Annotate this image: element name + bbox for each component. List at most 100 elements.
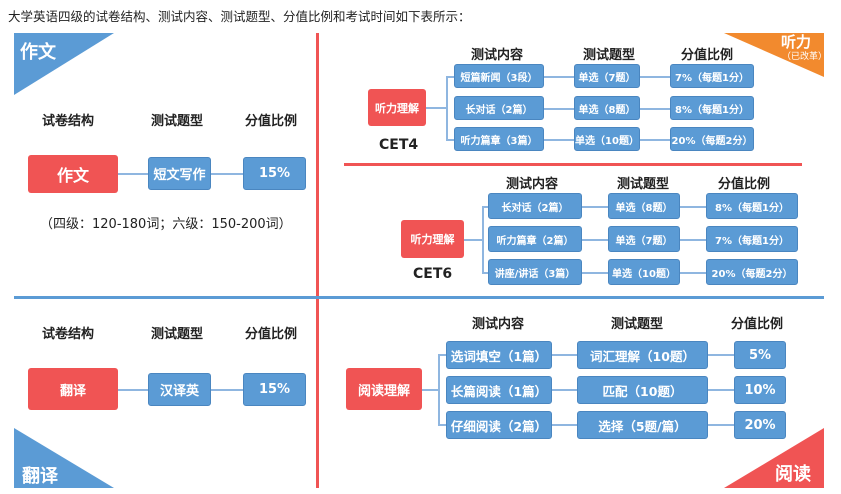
translation-connector-2 bbox=[211, 389, 243, 391]
translation-connector-1 bbox=[118, 389, 150, 391]
cet6-row-conn-1b bbox=[680, 206, 706, 208]
cet4-branch-h bbox=[426, 107, 446, 109]
cet-divider bbox=[344, 163, 802, 166]
reading-header-content: 测试内容 bbox=[472, 317, 525, 332]
cet6-row-1-type: 单选（8题） bbox=[608, 193, 680, 219]
writing-header-structure: 试卷结构 bbox=[42, 114, 95, 129]
cet4-row-3-content: 听力篇章（3篇） bbox=[454, 127, 544, 151]
reading-row-conn-1b bbox=[708, 354, 734, 356]
corner-translation-triangle bbox=[14, 428, 114, 488]
writing-word-count-note: （四级：120-180词；六级：150-200词） bbox=[40, 217, 292, 232]
reading-row-2-content: 长篇阅读（1篇） bbox=[446, 376, 552, 404]
reading-row-conn-3b bbox=[708, 424, 734, 426]
reading-branch-h bbox=[422, 389, 438, 391]
translation-header-structure: 试卷结构 bbox=[42, 327, 95, 342]
cet6-row-2-type: 单选（7题） bbox=[608, 226, 680, 252]
cet4-row-1-type: 单选（7题） bbox=[574, 64, 640, 88]
cet6-branch-r3 bbox=[482, 272, 488, 274]
corner-writing-triangle bbox=[14, 33, 114, 95]
cet6-row-2-ratio: 7%（每题1分） bbox=[706, 226, 798, 252]
corner-reading-triangle bbox=[724, 428, 824, 488]
reading-branch-v bbox=[438, 354, 440, 425]
corner-translation-label: 翻译 bbox=[22, 466, 58, 487]
cet4-label: CET4 bbox=[379, 137, 419, 153]
cet6-row-conn-3 bbox=[582, 272, 608, 274]
translation-header-ratio: 分值比例 bbox=[245, 327, 298, 342]
reading-row-conn-2 bbox=[552, 389, 577, 391]
reading-row-conn-2b bbox=[708, 389, 734, 391]
corner-listening-label: 听力 bbox=[781, 33, 812, 51]
reading-row-3-type: 选择（5题/篇） bbox=[577, 411, 708, 439]
reading-header-ratio: 分值比例 bbox=[731, 317, 784, 332]
reading-header-type: 测试题型 bbox=[611, 317, 664, 332]
writing-type-box: 短文写作 bbox=[148, 157, 211, 190]
writing-ratio-box: 15% bbox=[243, 157, 306, 190]
reading-row-2-ratio: 10% bbox=[734, 376, 786, 404]
cet4-row-2-content: 长对话（2篇） bbox=[454, 96, 544, 120]
reading-row-conn-1 bbox=[552, 354, 577, 356]
reading-section-box: 阅读理解 bbox=[346, 368, 422, 410]
writing-header-ratio: 分值比例 bbox=[245, 114, 298, 129]
reading-branch-r1 bbox=[438, 354, 446, 356]
cet4-row-1-content: 短篇新闻（3段） bbox=[454, 64, 544, 88]
cet6-row-1-content: 长对话（2篇） bbox=[488, 193, 582, 219]
cet6-row-conn-2b bbox=[680, 239, 706, 241]
cet4-row-3-ratio: 20%（每题2分） bbox=[670, 127, 754, 151]
translation-ratio-box: 15% bbox=[243, 373, 306, 406]
vertical-divider bbox=[316, 33, 319, 488]
cet4-section-box: 听力理解 bbox=[368, 89, 426, 126]
writing-header-type: 测试题型 bbox=[151, 114, 204, 129]
cet6-row-3-ratio: 20%（每题2分） bbox=[706, 259, 798, 285]
writing-section-box: 作文 bbox=[28, 155, 118, 193]
reading-row-2-type: 匹配（10题） bbox=[577, 376, 708, 404]
cet6-label: CET6 bbox=[413, 266, 453, 282]
writing-connector-2 bbox=[211, 173, 243, 175]
cet6-row-conn-3b bbox=[680, 272, 706, 274]
cet6-header-ratio: 分值比例 bbox=[718, 177, 771, 192]
cet4-header-content: 测试内容 bbox=[471, 48, 524, 63]
cet4-row-1-ratio: 7%（每题1分） bbox=[670, 64, 754, 88]
cet4-row-conn-3 bbox=[544, 139, 574, 141]
horizontal-divider bbox=[14, 296, 824, 299]
cet6-row-3-content: 讲座/讲话（3篇） bbox=[488, 259, 582, 285]
reading-row-conn-3 bbox=[552, 424, 577, 426]
reading-row-1-content: 选词填空（1篇） bbox=[446, 341, 552, 369]
cet4-row-conn-1b bbox=[640, 76, 670, 78]
cet6-header-content: 测试内容 bbox=[506, 177, 559, 192]
cet4-row-2-ratio: 8%（每题1分） bbox=[670, 96, 754, 120]
corner-writing-label: 作文 bbox=[20, 42, 56, 63]
cet4-row-conn-2b bbox=[640, 108, 670, 110]
cet6-row-conn-2 bbox=[582, 239, 608, 241]
reading-row-1-ratio: 5% bbox=[734, 341, 786, 369]
cet4-branch-v bbox=[446, 76, 448, 140]
cet4-header-ratio: 分值比例 bbox=[681, 48, 734, 63]
cet6-row-conn-1 bbox=[582, 206, 608, 208]
cet4-branch-r3 bbox=[446, 139, 454, 141]
cet6-row-1-ratio: 8%（每题1分） bbox=[706, 193, 798, 219]
cet4-row-2-type: 单选（8题） bbox=[574, 96, 640, 120]
writing-connector-1 bbox=[118, 173, 150, 175]
cet6-header-type: 测试题型 bbox=[617, 177, 670, 192]
cet4-header-type: 测试题型 bbox=[583, 48, 636, 63]
translation-type-box: 汉译英 bbox=[148, 373, 211, 406]
cet6-branch-h bbox=[464, 239, 482, 241]
cet6-branch-v bbox=[482, 206, 484, 273]
translation-header-type: 测试题型 bbox=[151, 327, 204, 342]
reading-row-1-type: 词汇理解（10题） bbox=[577, 341, 708, 369]
caption: 大学英语四级的试卷结构、测试内容、测试题型、分值比例和考试时间如下表所示： bbox=[8, 9, 471, 24]
cet4-row-3-type: 单选（10题） bbox=[574, 127, 640, 151]
cet6-row-3-type: 单选（10题） bbox=[608, 259, 680, 285]
cet4-row-conn-1 bbox=[544, 76, 574, 78]
cet4-row-conn-2 bbox=[544, 108, 574, 110]
translation-section-box: 翻译 bbox=[28, 368, 118, 410]
reading-row-3-content: 仔细阅读（2篇） bbox=[446, 411, 552, 439]
cet6-row-2-content: 听力篇章（2篇） bbox=[488, 226, 582, 252]
corner-listening-triangle bbox=[724, 33, 824, 77]
cet4-branch-r1 bbox=[446, 76, 454, 78]
cet6-branch-r1 bbox=[482, 206, 488, 208]
cet4-row-conn-3b bbox=[640, 139, 670, 141]
corner-listening-note: （已改革） bbox=[782, 52, 828, 62]
reading-branch-r3 bbox=[438, 424, 446, 426]
corner-reading-label: 阅读 bbox=[775, 464, 811, 485]
cet6-section-box: 听力理解 bbox=[401, 220, 464, 258]
